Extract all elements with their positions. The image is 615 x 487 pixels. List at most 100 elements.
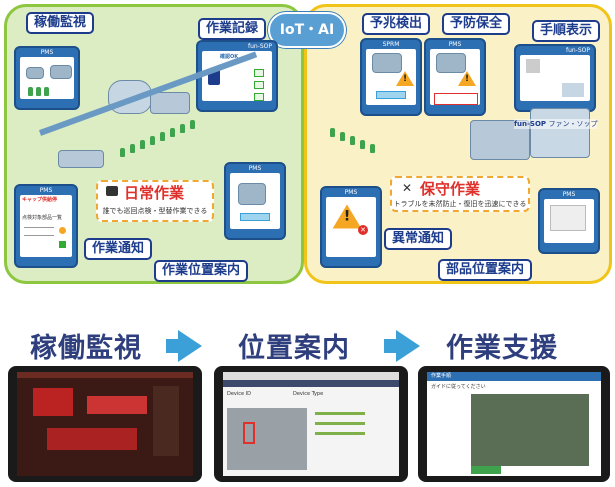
machine-block (87, 396, 147, 414)
device-work-support: 作業手順 ガイドに従ってください (418, 366, 610, 482)
tablet-anomaly-prediction: SPRM (360, 38, 422, 116)
flow-step-monitoring: 稼働監視 (30, 333, 142, 364)
error-icon: ✕ (358, 225, 368, 235)
device-id-label: Device ID (227, 391, 252, 397)
tablet-work-location-screen (230, 173, 280, 229)
tablet-anomaly-notice: PMS ✕ (320, 186, 382, 268)
work-photo (471, 394, 589, 466)
hand-icon (562, 83, 584, 97)
arrow-right-icon (178, 330, 202, 362)
tablet-work-notice-title: PMS (39, 187, 53, 194)
device-type-label: Device Type (293, 391, 324, 397)
maintenance-work-subtitle: トラブルを未然防止・復旧を迅速にできる (393, 200, 527, 208)
tablet-preventive-maintenance: PMS (424, 38, 486, 116)
daily-work-title: 日常作業 (124, 184, 185, 202)
tablet-sprm-title: SPRM (382, 41, 400, 48)
status-dot (59, 241, 66, 248)
checkbox-icon (254, 81, 264, 89)
status-bar (315, 432, 365, 435)
label-anomaly-prediction: 予兆検出 (362, 13, 431, 35)
tablet-parts-screen (544, 199, 594, 243)
inspection-machine (58, 150, 104, 168)
alert-box (434, 93, 478, 105)
device-location: Device ID Device Type (214, 366, 408, 482)
flow-step-support: 作業支援 (446, 333, 558, 364)
tablet-anomaly-screen: ✕ (326, 197, 376, 257)
label-procedure-display: 手順表示 (532, 20, 601, 42)
check-ok-text: 確認OK (220, 54, 239, 60)
bottle-icon (180, 124, 185, 133)
machine-icon (372, 53, 402, 73)
tablet-preventive-screen (430, 49, 480, 105)
bottle-icon (350, 136, 355, 145)
app-bar (223, 380, 399, 387)
location-marker (376, 91, 406, 99)
work-support-text: ガイドに従ってください (431, 384, 486, 390)
tools-icon: ✕ (402, 181, 413, 195)
bottle-icon (140, 140, 145, 149)
label-parts-location: 部品位置案内 (438, 259, 533, 281)
bottle-icon (370, 144, 375, 153)
work-support-header: 作業手順 (427, 372, 601, 381)
machine-block (47, 428, 137, 450)
tablet-parts-title: PMS (562, 191, 576, 198)
cap-alert-text: キャップ供給停 (22, 197, 58, 203)
bottle-icon (150, 136, 155, 145)
list-divider (24, 227, 54, 228)
tablet-parts-location: PMS (538, 188, 600, 254)
label-preventive-maintenance: 予防保全 (442, 13, 511, 35)
label-work-record: 作業記録 (198, 18, 267, 40)
factory-photo (227, 408, 307, 470)
device-monitoring (8, 366, 202, 482)
tablet-work-record: fun-SOP 確認OK (196, 40, 278, 112)
tablet-work-record-title: fun-SOP (247, 43, 272, 50)
tablet-procedure-display: fun-SOP (514, 44, 596, 112)
warning-icon (396, 71, 414, 86)
complete-button[interactable] (471, 466, 501, 474)
monitoring-screen (17, 372, 193, 476)
tablet-work-notice: PMS キャップ供給停 点検対象部品一覧 (14, 184, 78, 268)
tablet-procedure-screen (520, 55, 590, 101)
image-icon (526, 59, 540, 73)
tablet-monitoring-title: PMS (40, 49, 54, 56)
maintenance-work-box: ✕ 保守作業 トラブルを未然防止・復旧を迅速にできる (390, 176, 530, 212)
daily-work-box: 日常作業 誰でも巡回点検・型替作業できる (96, 180, 214, 222)
label-monitoring: 稼働監視 (26, 12, 95, 34)
browser-bar (223, 372, 399, 380)
maintenance-work-title: 保守作業 (420, 180, 481, 198)
fun-sop-sub-text: ファン・ソップ (548, 120, 598, 128)
machine-icon (50, 65, 72, 79)
camera-icon (106, 186, 118, 196)
arrow-stem (166, 339, 180, 353)
tablet-anomaly-title: PMS (344, 189, 358, 196)
bottle-icon (190, 120, 195, 129)
arrow-right-icon (396, 330, 420, 362)
tablet-procedure-title: fun-SOP (565, 47, 590, 54)
bottle-icon (160, 132, 165, 141)
tablet-work-notice-screen: キャップ供給停 点検対象部品一覧 (20, 195, 72, 257)
list-divider (24, 235, 54, 236)
machine-icon (436, 53, 466, 73)
bottle-icon (340, 132, 345, 141)
tablet-monitoring: PMS (14, 46, 80, 110)
bottle-icon (170, 128, 175, 137)
location-highlight (243, 422, 255, 444)
capping-machine (150, 92, 190, 114)
tablet-work-location: PMS (224, 162, 286, 240)
tablet-work-location-title: PMS (248, 165, 262, 172)
screen-header (17, 372, 193, 378)
label-work-notice: 作業通知 (84, 238, 153, 260)
bottle-icon (28, 87, 33, 96)
checkbox-icon (254, 93, 264, 101)
palletizer (530, 108, 590, 158)
status-bar (315, 422, 365, 425)
flow-step-location: 位置案内 (238, 333, 350, 364)
check-list-text: 点検対象部品一覧 (22, 215, 63, 221)
arrow-stem (384, 339, 398, 353)
iot-ai-cloud: IoT・AI (268, 12, 346, 48)
bottle-icon (44, 87, 49, 96)
bottle-icon (130, 144, 135, 153)
location-screen: Device ID Device Type (223, 372, 399, 476)
iot-ai-label: IoT・AI (279, 22, 335, 38)
bottle-icon (36, 87, 41, 96)
